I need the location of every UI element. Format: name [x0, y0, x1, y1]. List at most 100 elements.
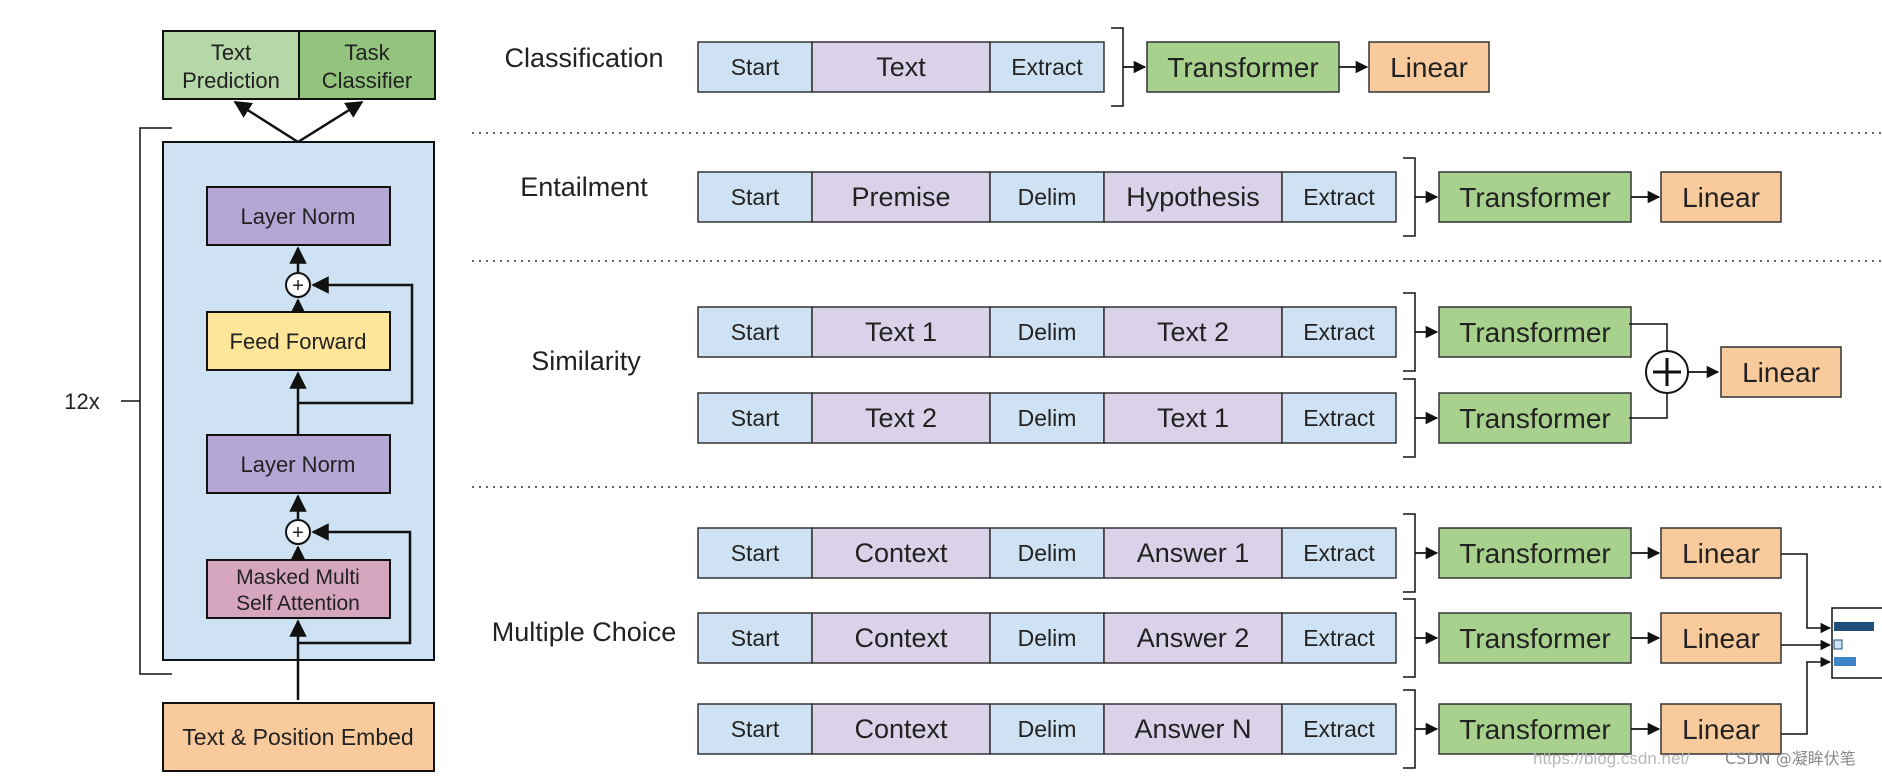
- embed-label: Text & Position Embed: [182, 724, 413, 750]
- token-label: Delim: [1018, 625, 1077, 651]
- bracket: [1403, 513, 1416, 593]
- token-label: Start: [731, 716, 780, 742]
- token-label: Text: [876, 52, 926, 82]
- linear-box: [1660, 171, 1782, 223]
- linear-box: [1660, 703, 1782, 755]
- token-delim: [989, 703, 1105, 755]
- token-extract: [1281, 703, 1397, 755]
- linear-label: Linear: [1390, 52, 1468, 83]
- token-text-1: [811, 306, 991, 358]
- token-label: Start: [731, 405, 780, 431]
- token-label: Premise: [851, 182, 950, 212]
- token-label: Context: [854, 538, 948, 568]
- token-label: Text 2: [865, 403, 937, 433]
- attention-label-2: Self Attention: [236, 592, 360, 615]
- similarity-linear-box: [1720, 346, 1842, 398]
- transformer-label: Transformer: [1459, 538, 1610, 569]
- transformer-box: [1438, 703, 1632, 755]
- token-label: Delim: [1018, 405, 1077, 431]
- token-label: Extract: [1303, 405, 1375, 431]
- token-label: Extract: [1303, 625, 1375, 651]
- token-label: Start: [731, 625, 780, 651]
- token-label: Text 1: [1157, 403, 1229, 433]
- token-start: [697, 171, 813, 223]
- token-delim: [989, 392, 1105, 444]
- bracket: [1403, 598, 1416, 678]
- linear-label: Linear: [1682, 623, 1760, 654]
- softmax-bar-1: [1834, 622, 1874, 631]
- token-premise: [811, 171, 991, 223]
- softmax-bar-3: [1834, 657, 1856, 666]
- token-label: Text 2: [1157, 317, 1229, 347]
- token-extract: [1281, 306, 1397, 358]
- token-label: Delim: [1018, 540, 1077, 566]
- linear-box: [1660, 612, 1782, 664]
- transformer-label: Transformer: [1459, 623, 1610, 654]
- task-label-entailment: Entailment: [520, 172, 648, 202]
- bracket: [1403, 378, 1416, 458]
- token-extract: [1281, 171, 1397, 223]
- token-label: Delim: [1018, 184, 1077, 210]
- token-label: Extract: [1303, 716, 1375, 742]
- similarity-linear-label: Linear: [1742, 357, 1820, 388]
- attention-label-1: Masked Multi: [236, 566, 360, 589]
- transformer-label: Transformer: [1459, 182, 1610, 213]
- token-label: Answer 1: [1137, 538, 1250, 568]
- token-label: Hypothesis: [1126, 182, 1260, 212]
- softmax-bar-2: [1833, 639, 1843, 650]
- token-label: Extract: [1303, 184, 1375, 210]
- bracket: [1403, 689, 1416, 769]
- transformer-box: [1438, 612, 1632, 664]
- token-label: Start: [731, 54, 780, 80]
- feed-forward: [206, 311, 391, 371]
- token-label: Answer N: [1134, 714, 1251, 744]
- input-sequence-similarity-2: Start Text 2 Delim Text 1 Extract: [697, 392, 1397, 444]
- linear-label: Linear: [1682, 182, 1760, 213]
- transformer-box: [1438, 171, 1632, 223]
- task-classifier-head: [298, 30, 436, 100]
- linear-label: Linear: [1682, 714, 1760, 745]
- layer-norm-bottom-label: Layer Norm: [241, 452, 356, 477]
- token-start: [697, 306, 813, 358]
- token-label: Start: [731, 540, 780, 566]
- architecture-panel: Text Prediction Task Classifier 12x Laye…: [64, 30, 436, 772]
- token-extract: [1281, 527, 1397, 579]
- token-label: Start: [731, 184, 780, 210]
- task-label-similarity: Similarity: [531, 346, 641, 376]
- feed-forward-label: Feed Forward: [230, 329, 367, 354]
- token-label: Context: [854, 714, 948, 744]
- task-classifier-label-1: Task: [344, 40, 390, 65]
- task-label-classification: Classification: [504, 43, 663, 73]
- token-start: [697, 703, 813, 755]
- text-position-embed: [162, 702, 435, 772]
- token-text-2: [1103, 306, 1283, 358]
- watermark-url: https://blog.csdn.net/: [1533, 749, 1690, 768]
- token-extract: [989, 41, 1105, 93]
- linear-box: [1368, 41, 1490, 93]
- layer-norm-top: [206, 186, 391, 246]
- token-answer-n: [1103, 703, 1283, 755]
- token-context: [811, 527, 991, 579]
- linear-box: [1660, 527, 1782, 579]
- transformer-box: [1438, 392, 1632, 444]
- plus-top-glyph: +: [292, 275, 304, 297]
- transformer-label: Transformer: [1459, 317, 1610, 348]
- token-extract: [1281, 392, 1397, 444]
- multiple-choice-softmax: [1781, 553, 1882, 735]
- token-answer-2: [1103, 612, 1283, 664]
- input-sequence-multiple-choice-3: Start Context Delim Answer N Extract: [697, 703, 1397, 755]
- token-label: Context: [854, 623, 948, 653]
- layer-norm-top-label: Layer Norm: [241, 204, 356, 229]
- token-label: Start: [731, 319, 780, 345]
- text-prediction-head: [162, 30, 300, 100]
- token-label: Delim: [1018, 716, 1077, 742]
- token-context: [811, 703, 991, 755]
- token-label: Extract: [1303, 540, 1375, 566]
- task-label-multiple-choice: Multiple Choice: [492, 617, 677, 647]
- linear-label: Linear: [1682, 538, 1760, 569]
- bracket: [1111, 27, 1124, 107]
